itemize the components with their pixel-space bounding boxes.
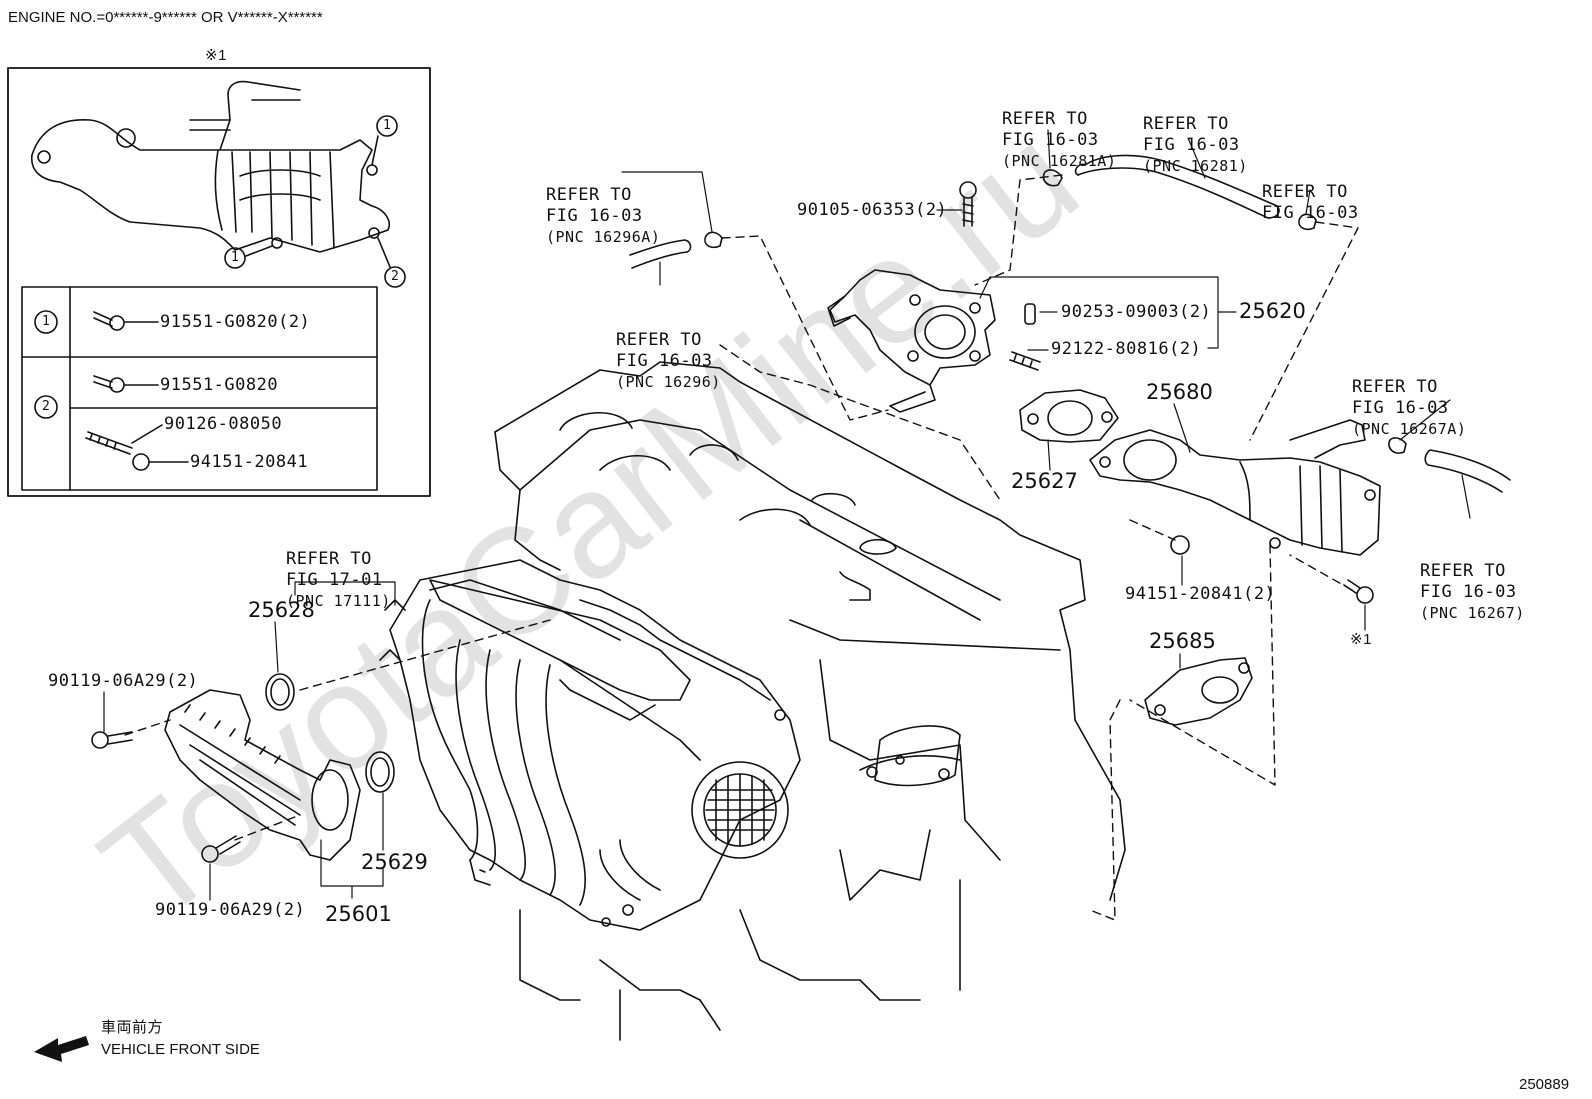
- inset-frame: [7, 67, 431, 497]
- part-92122-80816: 92122-80816(2): [1051, 339, 1202, 359]
- inset-callout-2: 2: [391, 269, 400, 284]
- egr-pipe-lower-drawing: [164, 689, 395, 861]
- clamp-top-right: [1298, 213, 1317, 231]
- egr-cooler-drawing: [1089, 419, 1381, 556]
- inset-title-note: ※1: [205, 47, 227, 64]
- gasket-25685-drawing: [1144, 657, 1253, 726]
- intake-manifold-drawing: [379, 559, 801, 931]
- leader-lines: [103, 129, 1471, 901]
- hose-16296: [629, 239, 692, 269]
- clamp-16267A: [1388, 437, 1407, 454]
- inset-row-key-1: 1: [42, 314, 51, 329]
- part-25680: 25680: [1146, 380, 1213, 404]
- bolt-90105-drawing: [959, 181, 977, 227]
- gasket-25627-drawing: [1019, 389, 1119, 443]
- inset-egr-pipe-drawing: [31, 80, 406, 288]
- hose-16281: [1077, 154, 1276, 219]
- note-1-bolt: ※1: [1350, 631, 1372, 648]
- hose-16267: [1424, 449, 1511, 493]
- inset-table: [21, 286, 378, 491]
- vehicle-front-label-en: VEHICLE FRONT SIDE: [101, 1041, 260, 1058]
- dashed-routing-lines: [124, 174, 1359, 921]
- part-25620: 25620: [1239, 299, 1306, 323]
- inset-part-90126: 90126-08050: [164, 414, 283, 434]
- inset-row-key-2: 2: [42, 399, 51, 414]
- clamp-16281A: [1042, 169, 1063, 187]
- inset-callout-1-upper: 1: [383, 118, 392, 133]
- inset-part-94151: 94151-20841: [190, 452, 309, 472]
- part-25685: 25685: [1149, 629, 1216, 653]
- part-25627: 25627: [1011, 469, 1078, 493]
- inset-part-91551-2: 91551-G0820(2): [160, 312, 311, 332]
- part-25601: 25601: [325, 902, 392, 926]
- clamp-16296A: [704, 231, 723, 249]
- inset-bolts: [85, 311, 189, 471]
- egr-valve-drawing: [827, 269, 996, 413]
- vehicle-front-arrow: [34, 1036, 89, 1062]
- inset-callout-1-lower: 1: [231, 250, 240, 265]
- part-25628: 25628: [248, 598, 315, 622]
- engine-number-header: ENGINE NO.=0******-9****** OR V******-X*…: [8, 9, 323, 26]
- part-90105-06353: 90105-06353(2): [797, 200, 948, 220]
- part-90253-09003: 90253-09003(2): [1061, 302, 1212, 322]
- illustration-number: 250889: [1519, 1076, 1570, 1093]
- inset-part-91551: 91551-G0820: [160, 375, 279, 395]
- vehicle-front-label-jp: 車両前方: [101, 1019, 164, 1036]
- part-25629: 25629: [361, 850, 428, 874]
- part-90119-06A29-upper: 90119-06A29(2): [48, 671, 199, 691]
- part-94151-20841: 94151-20841(2): [1125, 584, 1276, 604]
- engine-block-outline: [494, 361, 1126, 1041]
- part-90119-06A29-lower: 90119-06A29(2): [155, 900, 306, 920]
